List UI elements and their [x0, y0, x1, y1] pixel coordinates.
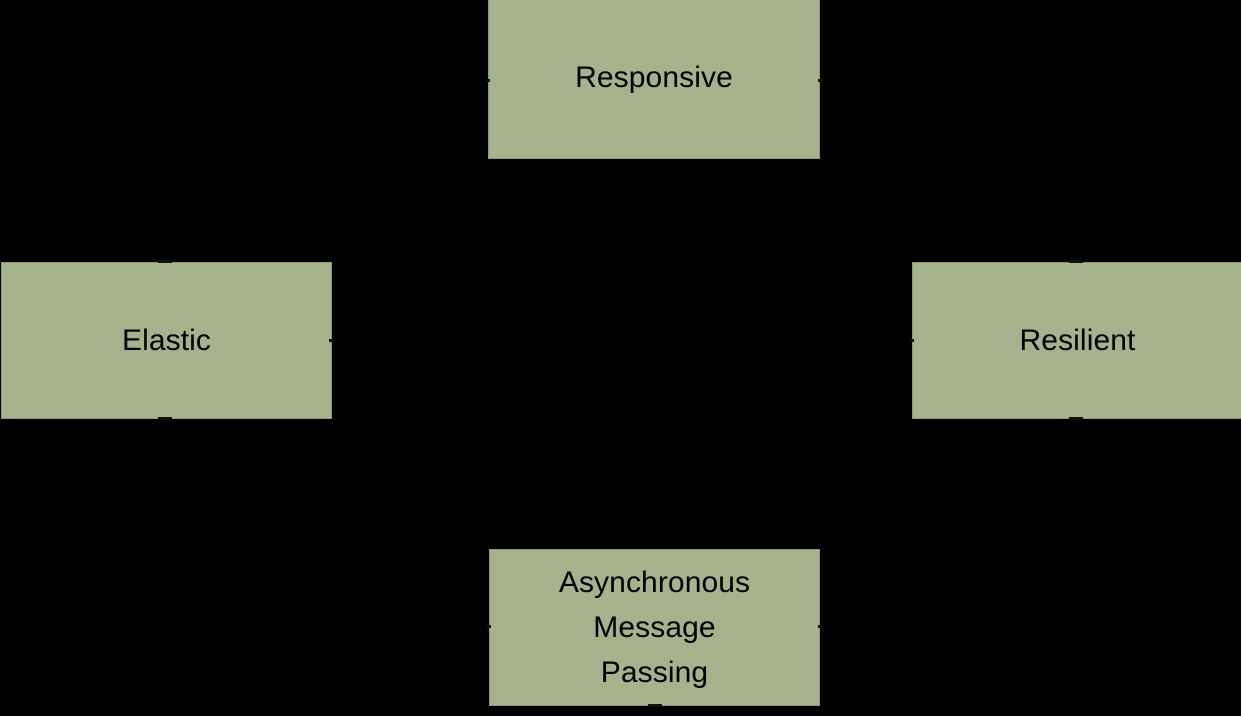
- connector-elastic-async-riser: [164, 419, 167, 629]
- connector-resilient-async: [820, 626, 1077, 629]
- connector-elastic-async: [164, 626, 489, 629]
- node-elastic-label: Elastic: [121, 324, 212, 357]
- node-responsive-label: Responsive: [575, 61, 733, 94]
- node-asynchronous-message-passing[interactable]: Asynchronous Message Passing: [489, 549, 820, 706]
- node-resilient-label: Resilient: [1019, 324, 1136, 357]
- node-responsive[interactable]: Responsive: [488, 0, 820, 159]
- node-asynchronous-message-passing-label: Asynchronous Message Passing: [558, 566, 751, 689]
- node-resilient[interactable]: Resilient: [912, 262, 1241, 419]
- connector-responsive-resilient-drop: [1075, 80, 1078, 262]
- node-elastic[interactable]: Elastic: [1, 262, 332, 419]
- connector-responsive-elastic: [332, 80, 488, 83]
- connector-responsive-elastic-drop: [164, 80, 167, 262]
- connector-responsive-resilient: [820, 80, 1077, 83]
- connector-resilient-async-riser: [1075, 419, 1078, 629]
